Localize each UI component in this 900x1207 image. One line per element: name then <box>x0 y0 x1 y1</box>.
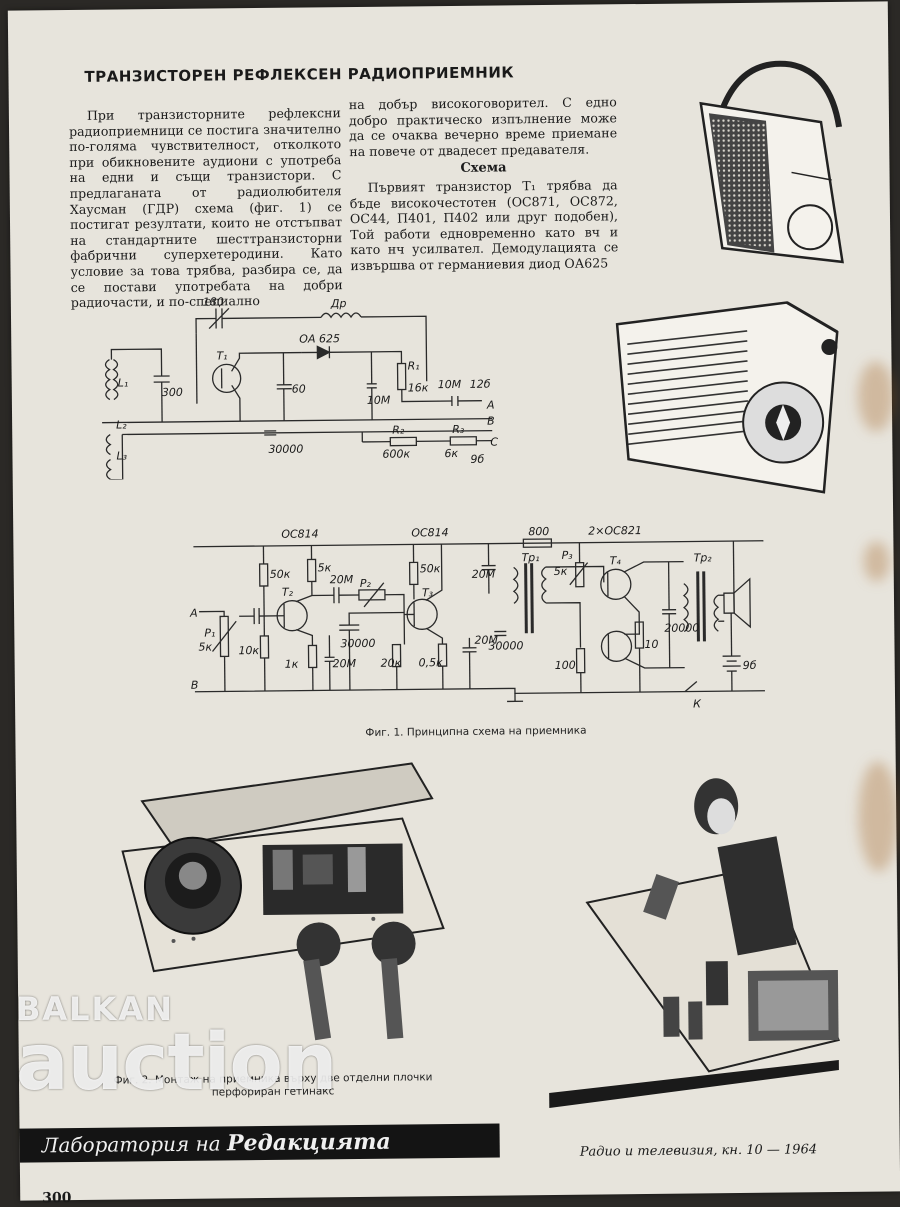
schematic-rf-stage: 180 Др ОА 625 T₁ 300 60 10М R₁ 16к 10М 1… <box>91 290 513 479</box>
svg-text:T₃: T₃ <box>422 586 434 599</box>
svg-text:50к: 50к <box>420 562 441 575</box>
svg-text:20М: 20М <box>330 573 354 586</box>
svg-text:30000: 30000 <box>488 639 523 652</box>
svg-text:R₁: R₁ <box>407 359 419 372</box>
svg-text:B: B <box>487 415 495 428</box>
svg-text:P₂: P₂ <box>360 577 372 590</box>
text-column-left: При транзисторните рефлексни радиоприемн… <box>69 105 343 311</box>
svg-text:600к: 600к <box>382 447 410 460</box>
svg-text:10: 10 <box>644 638 658 651</box>
svg-text:T₁: T₁ <box>216 349 227 362</box>
svg-text:1к: 1к <box>285 658 299 671</box>
svg-text:20000: 20000 <box>664 621 699 634</box>
svg-text:P₃: P₃ <box>561 549 573 562</box>
svg-text:ОС814: ОС814 <box>281 527 318 540</box>
svg-text:5к: 5к <box>554 565 568 578</box>
lab-banner: Лаборатория на Редакцията <box>20 1124 500 1163</box>
svg-text:10к: 10к <box>238 644 259 657</box>
svg-text:60: 60 <box>292 383 306 396</box>
svg-text:2×ОС821: 2×ОС821 <box>588 524 642 538</box>
svg-text:T₄: T₄ <box>610 554 622 567</box>
article-title: ТРАНЗИСТОРЕН РЕФЛЕКСЕН РАДИОПРИЕМНИК <box>84 63 514 85</box>
svg-text:9б: 9б <box>743 659 757 672</box>
paper-stain <box>858 761 899 871</box>
page-number: 300 <box>42 1190 71 1206</box>
svg-text:12б: 12б <box>470 378 491 391</box>
svg-text:L₁: L₁ <box>118 376 129 389</box>
svg-text:P₁: P₁ <box>204 627 215 640</box>
svg-text:30000: 30000 <box>268 443 303 456</box>
continued-paragraph: на добър високоговорител. С едно добро п… <box>349 94 618 159</box>
intro-paragraph: При транзисторните рефлексни радиоприемн… <box>69 105 343 311</box>
svg-text:A: A <box>486 399 495 412</box>
radio-illustration-1 <box>680 52 862 269</box>
svg-text:Др: Др <box>330 297 347 310</box>
svg-text:800: 800 <box>528 525 549 538</box>
svg-text:ОА 625: ОА 625 <box>299 332 340 345</box>
svg-text:L₂: L₂ <box>116 418 127 431</box>
svg-text:20М: 20М <box>333 657 357 670</box>
svg-text:100: 100 <box>555 659 576 672</box>
svg-text:180: 180 <box>203 295 224 308</box>
schematic-audio-stage: ОС814 ОС814 800 2×ОС821 50к 5к T₂ 20М P₂… <box>183 521 785 717</box>
radio-illustration-2 <box>607 292 855 510</box>
svg-text:R₂: R₂ <box>392 424 405 437</box>
assembly-illustration-right <box>536 770 860 1118</box>
svg-text:T₂: T₂ <box>282 586 294 599</box>
svg-text:20М: 20М <box>472 568 496 581</box>
section-heading: Схема <box>349 160 617 178</box>
svg-text:30000: 30000 <box>340 637 375 650</box>
svg-text:ОС814: ОС814 <box>411 526 448 539</box>
paper-stain <box>863 541 889 581</box>
svg-text:16к: 16к <box>408 381 429 394</box>
schema-paragraph: Първият транзистор T₁ трябва да бъде вис… <box>350 177 619 273</box>
lab-banner-right: Редакцията <box>227 1129 391 1157</box>
svg-text:300: 300 <box>162 386 183 399</box>
watermark-logo: BALKAN auction <box>16 992 337 1100</box>
svg-text:Tp₂: Tp₂ <box>693 551 712 564</box>
svg-text:10М: 10М <box>438 378 462 391</box>
svg-text:R₃: R₃ <box>452 423 465 436</box>
svg-text:Tp₁: Tp₁ <box>521 551 539 564</box>
text-column-right: на добър високоговорител. С едно добро п… <box>349 94 619 273</box>
lab-banner-left: Лаборатория на <box>42 1131 221 1157</box>
svg-text:5к: 5к <box>198 641 212 654</box>
svg-text:B: B <box>191 679 199 692</box>
journal-reference: Радио и телевизия, кн. 10 — 1964 <box>580 1142 817 1159</box>
svg-text:50к: 50к <box>270 568 291 581</box>
svg-text:20к: 20к <box>381 657 402 670</box>
svg-text:0,5к: 0,5к <box>419 656 444 669</box>
svg-text:6к: 6к <box>444 447 458 460</box>
paper-stain <box>858 361 895 431</box>
svg-text:10М: 10М <box>367 394 391 407</box>
figure-1-caption: Фиг. 1. Принципна схема на приемника <box>365 725 586 739</box>
svg-text:9б: 9б <box>470 453 484 466</box>
svg-text:К: К <box>693 697 702 710</box>
watermark-bottom: auction <box>16 1026 337 1100</box>
svg-text:L₃: L₃ <box>116 449 127 462</box>
svg-text:C: C <box>490 436 498 449</box>
svg-text:A: A <box>189 607 198 620</box>
